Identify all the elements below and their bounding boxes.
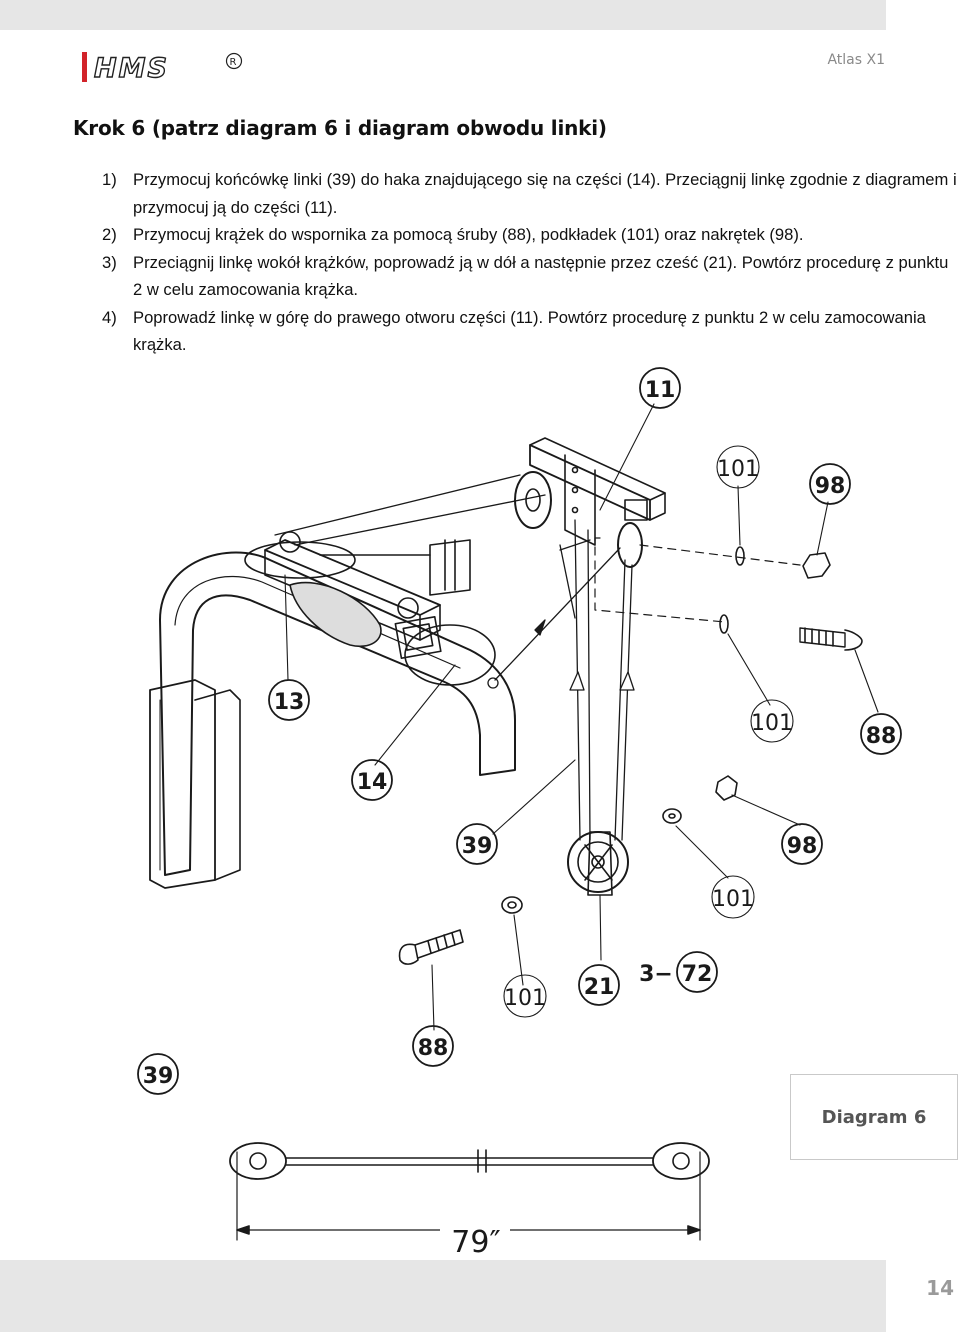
svg-text:R: R: [230, 57, 237, 68]
model-name: Atlas X1: [827, 52, 885, 68]
part-label: 14: [357, 770, 388, 795]
instruction-list: 1)Przymocuj końcówkę linki (39) do haka …: [102, 166, 957, 359]
part-label: 72: [682, 962, 713, 987]
step-text: Przymocuj krążek do wspornika za pomocą …: [133, 225, 804, 244]
diagram-label: Diagram 6: [790, 1074, 958, 1160]
part-label: 101: [751, 711, 793, 736]
part-label: 101: [504, 986, 546, 1011]
step-text: Przymocuj końcówkę linki (39) do haka zn…: [133, 170, 957, 217]
part-label: 11: [645, 378, 676, 403]
part-label: 88: [418, 1036, 449, 1061]
page-title: Krok 6 (patrz diagram 6 i diagram obwodu…: [73, 116, 607, 140]
step-text: Przeciągnij linkę wokół krążków, poprowa…: [133, 252, 949, 300]
leader-lines: [284, 403, 879, 1031]
assembly-guides: [594, 537, 801, 623]
top-bracket-11: [514, 437, 666, 568]
header-band: [0, 0, 886, 30]
svg-text:HMS: HMS: [94, 53, 169, 84]
part-label: 39: [143, 1064, 174, 1089]
hms-logo: HMS R: [82, 52, 243, 84]
cable-length-label: 79″: [451, 1225, 500, 1260]
frame-arm-14: [149, 551, 516, 889]
page-number: 14: [926, 1276, 954, 1300]
part-label: 98: [815, 474, 846, 499]
step-text: Poprowadź linkę w górę do prawego otworu…: [133, 307, 926, 355]
callout-labels: 11 101 98 13 14 101 88 39 98 101 101 21 …: [143, 378, 897, 1089]
callouts: [137, 367, 902, 1095]
part-label: 101: [712, 887, 754, 912]
assembly-diagram: 11 101 98 13 14 101 88 39 98 101 101 21 …: [137, 367, 902, 1260]
weight-holder: [244, 531, 496, 686]
part-label: 98: [787, 834, 818, 859]
part-label: 88: [866, 724, 897, 749]
instruction-step: 4)Poprowadź linkę w górę do prawego otwo…: [102, 307, 926, 355]
part-label: 3−: [639, 962, 673, 987]
instruction-step: 2)Przymocuj krążek do wspornika za pomoc…: [102, 225, 804, 244]
part-label: 13: [274, 690, 305, 715]
part-label: 21: [584, 975, 615, 1000]
instruction-step: 1)Przymocuj końcówkę linki (39) do haka …: [102, 170, 957, 217]
footer-band: [0, 1260, 886, 1332]
part-label: 39: [462, 834, 493, 859]
instruction-step: 3)Przeciągnij linkę wokół krążków, popro…: [102, 252, 949, 300]
part-label: 101: [717, 457, 759, 482]
hardware: [398, 546, 863, 965]
cable-routing: [274, 474, 635, 841]
bottom-pulley-21: [567, 831, 629, 896]
